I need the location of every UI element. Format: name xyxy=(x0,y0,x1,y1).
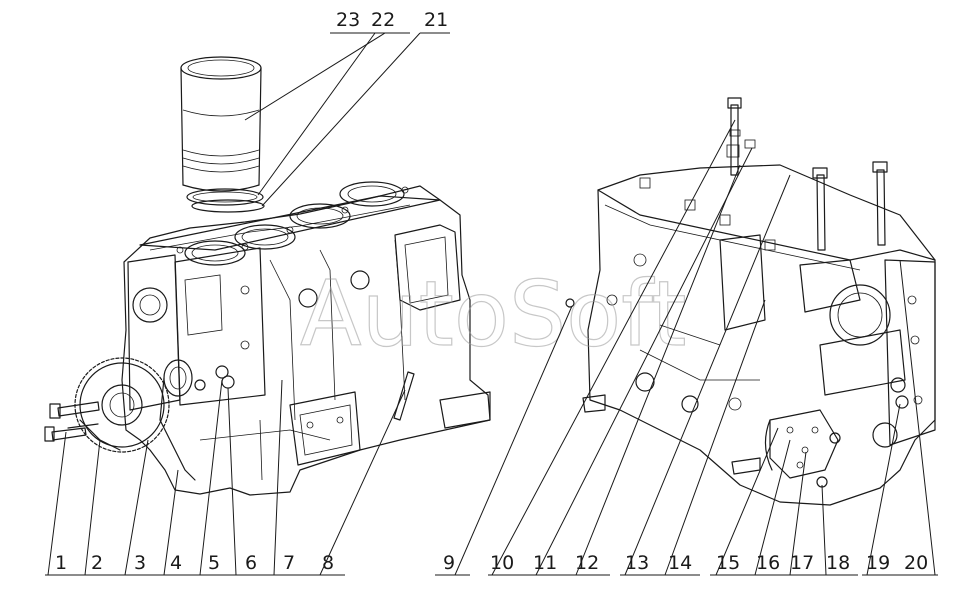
callout-14: 14 xyxy=(668,552,692,574)
callout-11: 11 xyxy=(533,552,557,574)
bottom-leaders xyxy=(45,119,938,576)
callout-2: 2 xyxy=(91,552,103,574)
callout-18: 18 xyxy=(826,552,850,574)
callout-12: 12 xyxy=(575,552,599,574)
callout-4: 4 xyxy=(170,552,182,574)
callout-23: 23 xyxy=(336,9,360,31)
callout-19: 19 xyxy=(866,552,890,574)
right-engine-block xyxy=(565,164,936,506)
callout-6: 6 xyxy=(245,552,257,574)
callout-16: 16 xyxy=(756,552,780,574)
callout-8: 8 xyxy=(322,552,334,574)
callout-7: 7 xyxy=(283,552,295,574)
plugs xyxy=(194,365,235,391)
top-callouts: 23 22 21 xyxy=(244,9,450,207)
bolts xyxy=(44,401,100,442)
callout-10: 10 xyxy=(490,552,514,574)
callout-13: 13 xyxy=(625,552,649,574)
callout-1: 1 xyxy=(55,552,67,574)
left-engine-block xyxy=(121,181,491,496)
callout-3: 3 xyxy=(134,552,146,574)
callout-15: 15 xyxy=(716,552,740,574)
callout-9: 9 xyxy=(443,552,455,574)
idler-hub xyxy=(159,359,196,481)
callout-20: 20 xyxy=(904,552,928,574)
callout-22: 22 xyxy=(371,9,395,31)
o-rings xyxy=(186,188,265,213)
callout-17: 17 xyxy=(790,552,814,574)
head-bolts xyxy=(639,97,888,251)
bottom-callouts: 1 2 3 4 5 6 7 8 9 10 11 12 13 14 15 16 1… xyxy=(55,552,928,574)
watermark: AutoSoft xyxy=(300,262,687,367)
callout-5: 5 xyxy=(208,552,220,574)
callout-21: 21 xyxy=(424,9,448,31)
cylinder-liner xyxy=(180,56,262,192)
